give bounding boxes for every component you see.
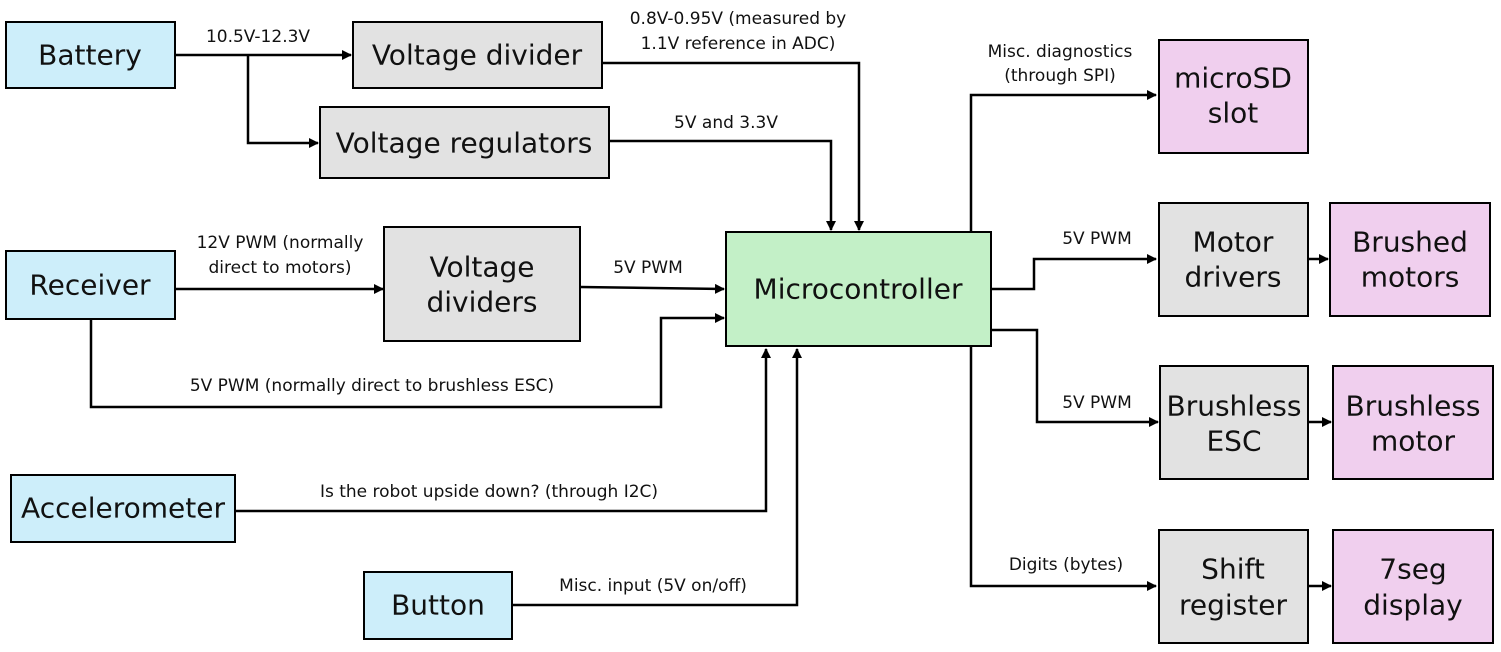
label-rx-pwm-line2: direct to motors) [209,258,352,278]
voltage-regulators-label: Voltage regulators [336,127,593,160]
microsd-slot-block: microSD slot [1158,39,1309,154]
brushless-esc-label-line1: Brushless [1167,390,1302,423]
motor-drivers-label-line2: drivers [1185,261,1282,294]
label-adc-line2: 1.1V reference in ADC) [641,34,836,54]
motor-drivers-block: Motor drivers [1158,202,1309,317]
wire-microcontroller-to-brushless-esc [991,328,1159,427]
brushed-motors-label-line2: motors [1361,261,1460,294]
microsd-label-line1: microSD [1174,62,1292,95]
brushless-motor-label-line2: motor [1371,425,1456,458]
label-divided-pwm: 5V PWM [613,258,683,278]
7seg-label-line2: display [1363,589,1462,622]
voltage-divider-block: Voltage divider [352,21,603,89]
label-motor-pwm: 5V PWM [1062,229,1132,249]
label-adc-line1: 0.8V-0.95V (measured by [630,9,847,29]
voltage-regulators-block: Voltage regulators [319,106,610,179]
button-label: Button [391,589,485,622]
motor-drivers-label-line1: Motor [1193,226,1274,259]
voltage-dividers-block: Voltage dividers [383,226,581,342]
label-diagnostics-line2: (through SPI) [1004,66,1116,86]
button-block: Button [363,571,513,640]
wire-voltage-dividers-to-microcontroller [579,283,725,294]
7seg-display-block: 7seg display [1332,529,1494,644]
label-diagnostics-line1: Misc. diagnostics [988,42,1133,62]
microcontroller-block: Microcontroller [725,231,992,347]
battery-label: Battery [38,39,142,72]
wire-divider-to-microcontroller [602,61,864,231]
brushless-esc-block: Brushless ESC [1159,365,1309,480]
shift-register-block: Shift register [1158,529,1309,644]
brushed-motors-block: Brushed motors [1329,202,1491,317]
shift-register-label-line2: register [1179,589,1287,622]
voltage-dividers-label-line2: dividers [426,286,537,319]
wire-button-to-microcontroller [512,348,802,607]
brushless-motor-label-line1: Brushless [1346,390,1481,423]
wire-microcontroller-to-microsd [969,90,1157,232]
brushless-esc-label-line2: ESC [1206,425,1261,458]
accelerometer-label: Accelerometer [21,492,225,525]
wire-battery-voltage-regulators [246,55,319,148]
microsd-label-line2: slot [1208,97,1258,130]
label-regulated: 5V and 3.3V [674,113,778,133]
label-battery-voltage: 10.5V-12.3V [206,27,310,47]
brushed-motors-label-line1: Brushed [1352,226,1468,259]
wire-microcontroller-to-shift-register [969,347,1157,591]
wire-receiver-passthrough [89,313,725,409]
wire-accelerometer-to-microcontroller [235,348,771,513]
accelerometer-block: Accelerometer [10,474,236,543]
shift-register-label-line1: Shift [1201,553,1265,586]
receiver-block: Receiver [5,250,176,320]
connections [89,50,1332,607]
label-accelerometer: Is the robot upside down? (through I2C) [320,482,658,502]
label-rx-pwm-line1: 12V PWM (normally [197,233,364,253]
wire-regulators-to-microcontroller [609,139,836,231]
label-esc-passthrough: 5V PWM (normally direct to brushless ESC… [190,376,554,396]
7seg-label-line1: 7seg [1379,553,1446,586]
label-esc-pwm: 5V PWM [1062,393,1132,413]
microcontroller-label: Microcontroller [754,273,963,306]
voltage-divider-label: Voltage divider [372,39,583,72]
battery-block: Battery [5,21,176,89]
brushless-motor-block: Brushless motor [1332,365,1494,480]
receiver-label: Receiver [29,269,151,302]
connection-labels: 10.5V-12.3V 0.8V-0.95V (measured by 1.1V… [190,9,1133,596]
voltage-dividers-label-line1: Voltage [429,251,534,284]
label-button-input: Misc. input (5V on/off) [559,576,747,596]
wire-microcontroller-to-motor-drivers [991,254,1157,291]
label-digits: Digits (bytes) [1009,555,1123,575]
